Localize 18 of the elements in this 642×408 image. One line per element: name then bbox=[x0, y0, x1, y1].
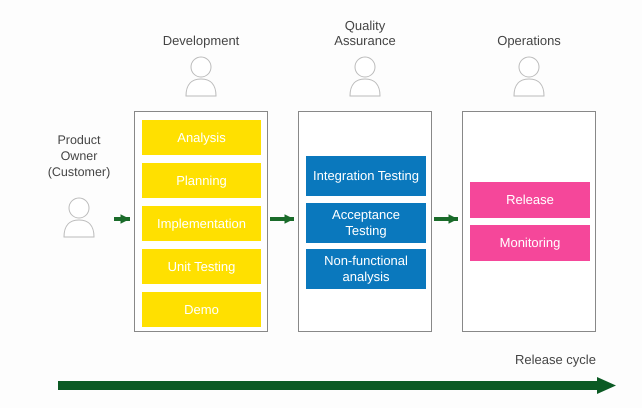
lane-heading: Operations bbox=[497, 33, 561, 48]
axis-label: Release cycle bbox=[515, 352, 596, 367]
step-box: Analysis bbox=[142, 120, 261, 155]
arrow bbox=[270, 214, 294, 224]
step-box: Implementation bbox=[142, 206, 261, 241]
step-box: Planning bbox=[142, 163, 261, 198]
step-box: Release bbox=[470, 182, 590, 218]
lane-heading: Development bbox=[162, 33, 240, 48]
arrow bbox=[434, 214, 458, 224]
step-box: Demo bbox=[142, 292, 261, 327]
step-box: Monitoring bbox=[470, 225, 590, 261]
step-box: Integration Testing bbox=[306, 156, 426, 196]
arrow bbox=[114, 214, 130, 224]
step-box: Unit Testing bbox=[142, 249, 261, 284]
step-box: Non-functional analysis bbox=[306, 249, 426, 289]
step-box: Acceptance Testing bbox=[306, 203, 426, 243]
lane-heading: Quality Assurance bbox=[333, 18, 397, 48]
role-label: Product Owner (Customer) bbox=[46, 132, 112, 180]
